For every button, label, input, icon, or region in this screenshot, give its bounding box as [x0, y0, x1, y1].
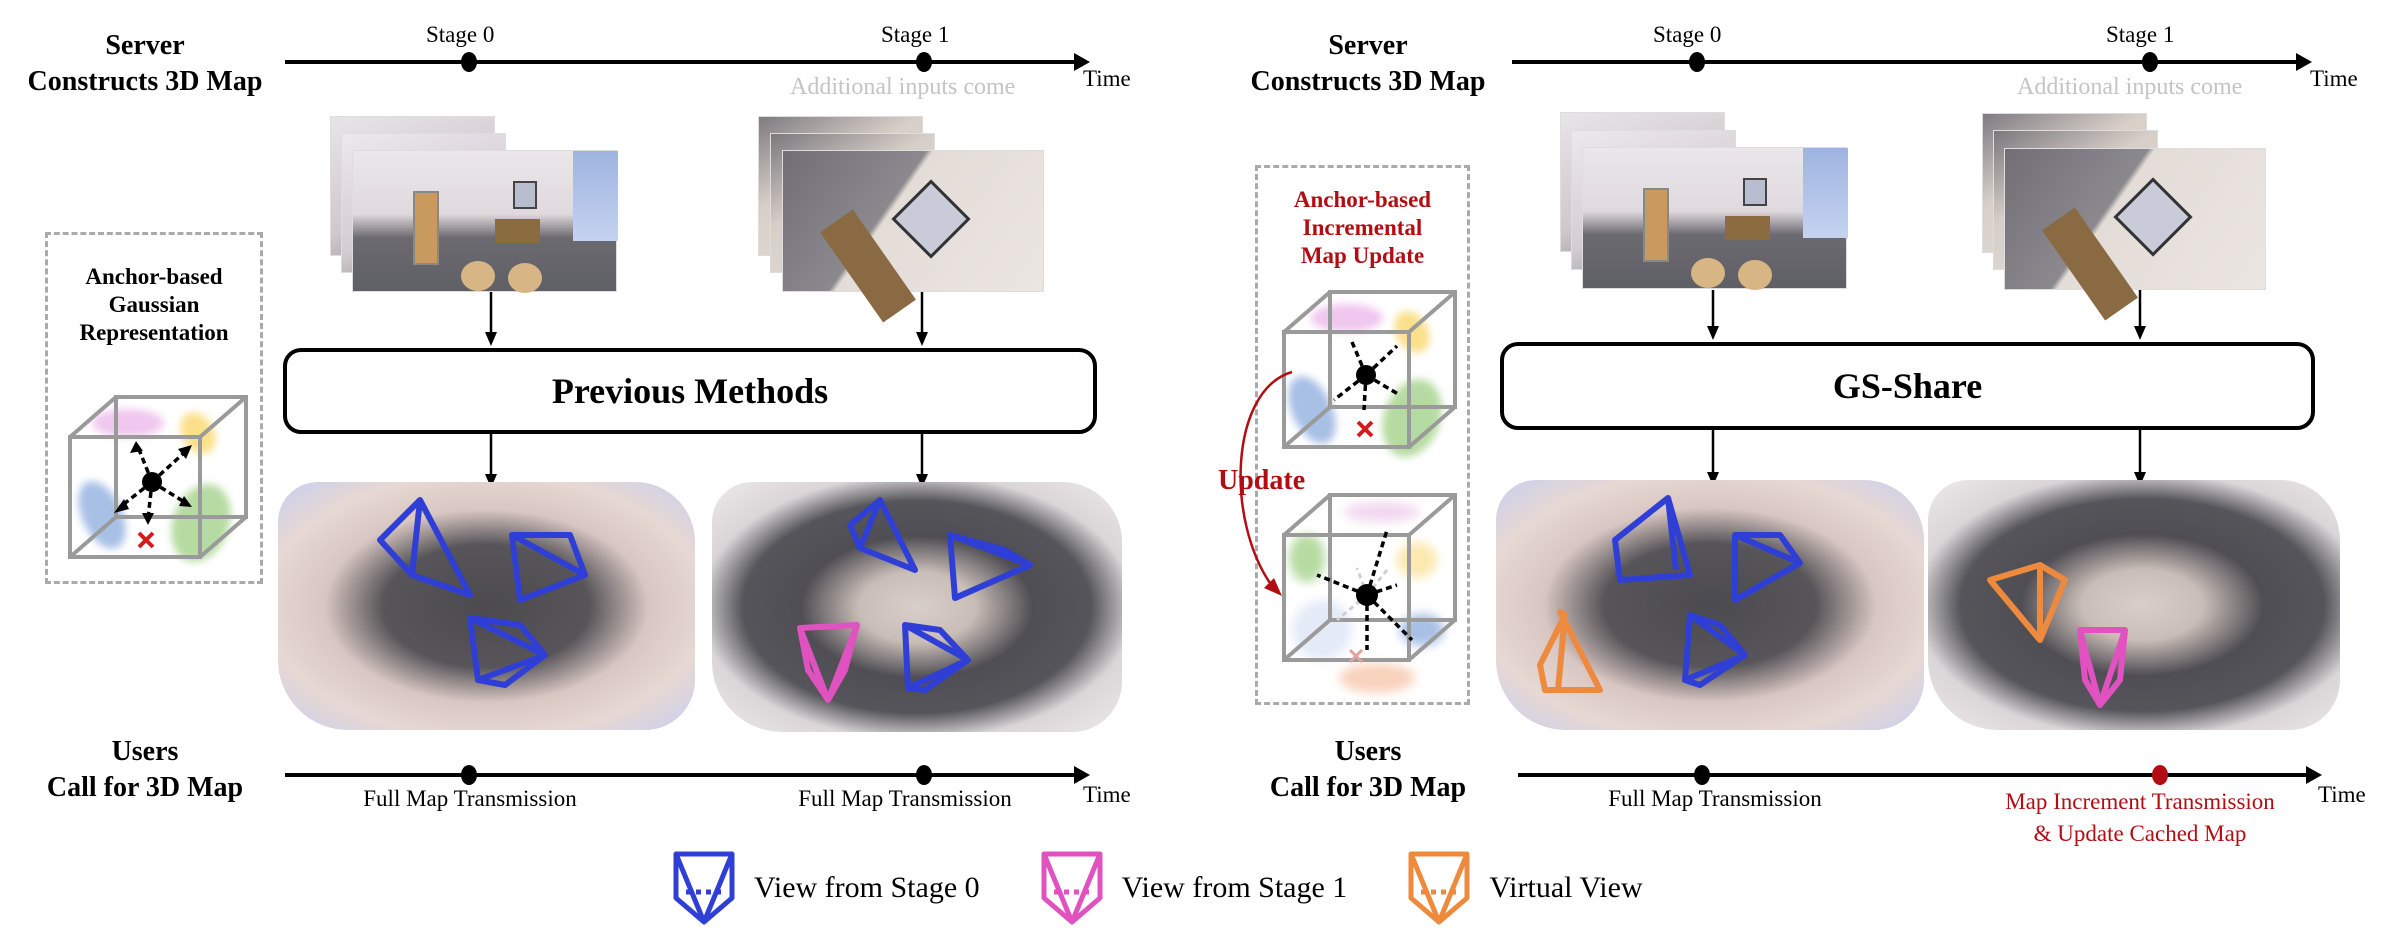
- users-label-line2: Call for 3D Map: [1269, 772, 1467, 803]
- users-label-line2: Call for 3D Map: [46, 772, 244, 803]
- indoor-photo-stage0: [1582, 147, 1848, 290]
- camera-frustum-blue-icon: [947, 532, 1033, 601]
- additional-inputs-note: Additional inputs come: [790, 74, 1016, 100]
- users-label: Users Call for 3D Map: [1218, 734, 1518, 806]
- indoor-photo-stage0: [352, 150, 618, 293]
- camera-frustum-pink-icon: [2077, 627, 2128, 708]
- gaussian-map-stage1-right: [1928, 480, 2340, 730]
- camera-frustum-blue-icon: [1732, 532, 1803, 603]
- title-line3: Representation: [79, 320, 229, 345]
- camera-frustum-orange-icon: [1987, 562, 2068, 643]
- server-label: Server Constructs 3D Map: [1218, 28, 1518, 100]
- server-label-line2: Constructs 3D Map: [1250, 66, 1486, 97]
- user-timeline-left: [285, 765, 1090, 785]
- previous-methods-box: Previous Methods: [283, 348, 1097, 434]
- legend-item-virtual: Virtual View: [1407, 850, 1643, 926]
- additional-inputs-note: Additional inputs come: [2017, 74, 2243, 100]
- stage1-label: Stage 1: [881, 22, 950, 47]
- stage0-label: Stage 0: [1653, 22, 1722, 47]
- legend: View from Stage 0 View from Stage 1 Virt…: [672, 850, 1643, 926]
- input-arrows-left: [485, 292, 928, 488]
- stage0-dot: [461, 52, 477, 72]
- anchor-representation-box: Anchor-based Gaussian Representation: [45, 232, 263, 584]
- incremental-update-box: Anchor-based Incremental Map Update: [1255, 165, 1470, 705]
- camera-frustum-blue-icon: [377, 497, 473, 598]
- legend-label: View from Stage 0: [754, 871, 980, 904]
- representation-title: Anchor-based Gaussian Representation: [48, 263, 260, 347]
- input-arrows-right: [1707, 290, 2146, 486]
- users-label-line1: Users: [111, 736, 179, 767]
- camera-frustum-orange-icon: [1408, 851, 1470, 925]
- method-name: Previous Methods: [551, 371, 829, 411]
- gs-share-box: GS-Share: [1500, 342, 2315, 430]
- legend-item-stage0: View from Stage 0: [672, 850, 980, 926]
- server-label-line1: Server: [1328, 30, 1408, 61]
- stage1-dot: [916, 52, 932, 72]
- update-arrow-label: Update: [1218, 465, 1306, 496]
- time-label: Time: [2318, 782, 2366, 807]
- time-label: Time: [2310, 66, 2358, 91]
- camera-frustum-blue-icon: [467, 615, 548, 688]
- stage1-label: Stage 1: [2106, 22, 2175, 47]
- method-name: GS-Share: [1832, 366, 1983, 406]
- stage0-label: Stage 0: [426, 22, 495, 47]
- gaussian-map-stage0-left: [278, 482, 695, 730]
- camera-frustum-blue-icon: [1682, 612, 1748, 688]
- camera-frustum-orange-icon: [1537, 609, 1603, 693]
- camera-views-left: [377, 497, 1033, 703]
- camera-frustum-blue-icon: [847, 497, 918, 573]
- users-label-line1: Users: [1334, 736, 1402, 767]
- camera-frustum-blue-icon: [509, 532, 588, 603]
- title-line2: Gaussian: [108, 292, 200, 317]
- title-line1: Anchor-based: [85, 264, 223, 289]
- title-line1: Anchor-based: [1293, 187, 1432, 212]
- camera-frustum-blue-icon: [1612, 495, 1693, 583]
- legend-label: Virtual View: [1489, 871, 1643, 904]
- full-map-transmission-label-0: Full Map Transmission: [363, 786, 577, 811]
- map-increment-label: Map Increment Transmission & Update Cach…: [1970, 786, 2310, 850]
- update-arrow: [1239, 370, 1293, 596]
- users-label: Users Call for 3D Map: [0, 734, 290, 806]
- camera-frustum-blue-icon: [902, 622, 971, 693]
- map-increment-line1: Map Increment Transmission: [2005, 789, 2275, 814]
- full-map-transmission-label: Full Map Transmission: [1608, 786, 1822, 811]
- anchor-cube-icon: [68, 395, 248, 562]
- camera-frustum-blue-icon: [673, 851, 735, 925]
- time-label: Time: [1083, 66, 1131, 91]
- full-map-transmission-label-1: Full Map Transmission: [798, 786, 1012, 811]
- server-timeline-left: [285, 52, 1090, 72]
- anchor-cube-before-icon: [1282, 290, 1457, 457]
- camera-frustum-pink-icon: [1041, 851, 1103, 925]
- anchor-cube-after-icon: [1282, 493, 1457, 693]
- server-timeline-right: [1512, 52, 2312, 72]
- server-label: Server Constructs 3D Map: [0, 28, 290, 100]
- title-line2: Incremental: [1302, 215, 1423, 240]
- legend-item-stage1: View from Stage 1: [1040, 850, 1348, 926]
- indoor-photo-stage1: [782, 150, 1044, 323]
- title-line3: Map Update: [1300, 243, 1425, 268]
- legend-label: View from Stage 1: [1121, 871, 1348, 904]
- server-label-line2: Constructs 3D Map: [27, 66, 263, 97]
- indoor-photo-stage1: [2004, 148, 2266, 321]
- server-label-line1: Server: [105, 30, 185, 61]
- map-increment-line2: & Update Cached Map: [2033, 821, 2247, 846]
- time-label: Time: [1083, 782, 1131, 807]
- timeline-arrowhead: [1074, 53, 1090, 71]
- camera-frustum-pink-icon: [797, 622, 860, 703]
- update-box-title: Anchor-based Incremental Map Update: [1258, 186, 1467, 270]
